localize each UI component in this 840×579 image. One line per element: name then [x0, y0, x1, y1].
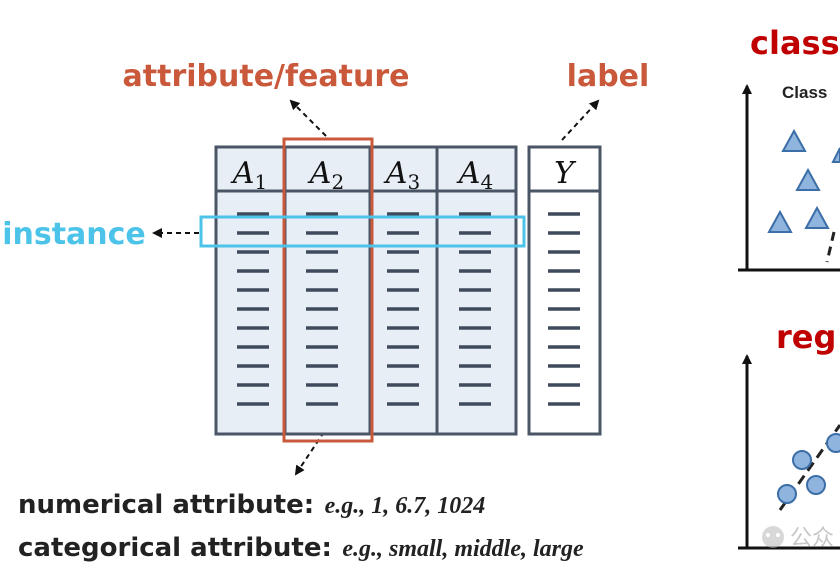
categorical-attribute-example: e.g., small, middle, large [342, 536, 584, 562]
column-subscript: 3 [407, 170, 420, 194]
class-axis-label: Class [782, 83, 827, 102]
regression-point [806, 475, 826, 495]
wechat-icon-eye [766, 533, 770, 537]
attribute-feature-label: attribute/feature [123, 59, 410, 94]
class-point [831, 147, 840, 163]
class-point [767, 209, 793, 233]
categorical-attribute-separator: : [321, 533, 332, 563]
column-letter: A [383, 156, 408, 191]
wechat-icon-eye [776, 533, 780, 537]
classification-panel: class Class [738, 24, 840, 272]
numerical-attribute-separator: : [303, 490, 315, 520]
label-title: label [567, 59, 650, 94]
arrow-to-notes [294, 431, 325, 476]
regression-point [826, 433, 840, 453]
arrow-to-attribute [289, 99, 327, 137]
watermark: 公众 [762, 526, 834, 551]
column-subscript: 2 [331, 170, 344, 194]
class-point [795, 167, 821, 191]
column-subscript: 4 [480, 170, 493, 194]
instance-label: instance [2, 217, 146, 252]
column-letter: A [307, 156, 332, 191]
attribute-table: A1 A2 A3 A4 [214, 145, 518, 436]
column-letter: A [230, 156, 255, 191]
categorical-attribute-note: categorical attribute: e.g., small, midd… [18, 533, 584, 563]
watermark-text: 公众 [790, 526, 834, 551]
column-header-a3: A3 [383, 156, 420, 194]
classification-title: class [750, 24, 840, 62]
column-subscript: 1 [254, 170, 267, 194]
regression-panel: reg [738, 318, 840, 550]
arrow-to-label [561, 99, 600, 141]
numerical-attribute-note: numerical attribute: e.g., 1, 6.7, 1024 [18, 490, 485, 520]
label-table: Y [527, 145, 602, 436]
column-header-a2: A2 [307, 156, 344, 194]
numerical-attribute-title: numerical attribute [18, 490, 304, 520]
decision-boundary [825, 231, 836, 263]
regression-point [777, 484, 797, 504]
class-point [781, 128, 807, 152]
numerical-attribute-example: e.g., 1, 6.7, 1024 [324, 493, 486, 519]
categorical-attribute-title: categorical attribute [18, 533, 322, 563]
highlighted-instance-row [199, 215, 526, 248]
column-letter: A [456, 156, 481, 191]
column-header-a4: A4 [456, 156, 493, 194]
column-header-a1: A1 [230, 156, 267, 194]
regression-point [792, 450, 812, 470]
regression-title: reg [776, 318, 836, 356]
highlighted-attribute-column [282, 137, 374, 443]
label-column-header: Y [554, 156, 577, 191]
class-point [804, 205, 830, 229]
wechat-icon [762, 526, 784, 548]
